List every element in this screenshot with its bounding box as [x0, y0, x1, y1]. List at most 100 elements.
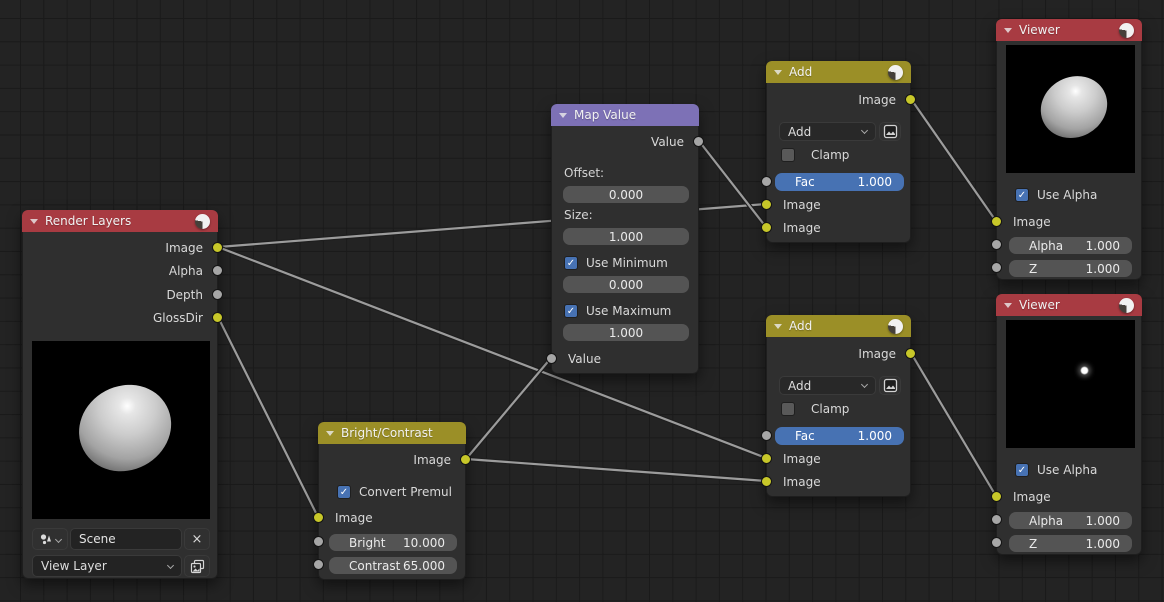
node-viewer-1[interactable]: Viewer ✓ Use Alpha Image Alpha 1.000 Z 1… [991, 19, 1142, 280]
convert-premul-checkbox[interactable]: ✓ [337, 485, 351, 499]
node-header[interactable]: Viewer [996, 19, 1142, 41]
image-options-button[interactable] [879, 122, 901, 141]
collapse-triangle-icon[interactable] [1004, 27, 1012, 33]
viewer-preview-image [1006, 320, 1135, 448]
socket-image2-input[interactable] [761, 222, 772, 233]
fac-slider[interactable]: Fac 1.000 [775, 427, 904, 445]
material-ball-icon[interactable] [888, 318, 903, 334]
minimum-field[interactable]: 0.000 [563, 276, 689, 293]
node-viewer-2[interactable]: Viewer ✓ Use Alpha Image Alpha 1.000 Z 1… [991, 294, 1142, 555]
fac-slider[interactable]: Fac 1.000 [775, 173, 904, 191]
unlink-scene-button[interactable]: × [184, 528, 210, 550]
node-header[interactable]: Viewer [996, 294, 1142, 316]
input-label-image: Image [1013, 215, 1051, 229]
socket-fac-input[interactable] [761, 176, 772, 187]
new-view-layer-button[interactable] [184, 555, 210, 577]
fac-label: Fac [795, 429, 815, 443]
node-header[interactable]: Render Layers [22, 210, 218, 232]
maximum-field[interactable]: 1.000 [563, 324, 689, 341]
input-label-image-2: Image [783, 221, 821, 235]
socket-image1-input[interactable] [761, 199, 772, 210]
alpha-field[interactable]: Alpha 1.000 [1009, 237, 1132, 254]
use-minimum-checkbox[interactable]: ✓ [564, 256, 578, 270]
size-field[interactable]: 1.000 [563, 228, 689, 245]
node-add-1[interactable]: Add Image Add Clamp Fac 1.000 Image Imag… [761, 61, 916, 243]
image-icon [883, 378, 897, 393]
offset-field[interactable]: 0.000 [563, 186, 689, 203]
alpha-label: Alpha [1029, 238, 1064, 253]
chevron-down-icon [54, 535, 63, 543]
material-ball-icon[interactable] [1119, 22, 1134, 38]
scene-browse-button[interactable] [32, 528, 68, 550]
fac-value: 1.000 [857, 429, 892, 443]
socket-alpha-output[interactable] [212, 265, 223, 276]
node-header[interactable]: Add [766, 61, 911, 83]
socket-alpha-input[interactable] [991, 239, 1002, 250]
alpha-value: 1.000 [1085, 513, 1120, 528]
z-field[interactable]: Z 1.000 [1009, 535, 1132, 552]
use-alpha-checkbox[interactable]: ✓ [1015, 188, 1029, 202]
socket-z-input[interactable] [991, 262, 1002, 273]
check-icon: ✓ [566, 258, 576, 269]
node-render-layers[interactable]: Render Layers Image Alpha Depth GlossDir [22, 210, 223, 579]
clamp-checkbox[interactable] [781, 148, 795, 162]
material-ball-icon[interactable] [1119, 297, 1134, 313]
socket-image2-input[interactable] [761, 476, 772, 487]
socket-image-input[interactable] [991, 216, 1002, 227]
bright-field[interactable]: Bright 10.000 [329, 534, 457, 551]
socket-image-input[interactable] [991, 491, 1002, 502]
collapse-triangle-icon[interactable] [326, 430, 334, 436]
alpha-value: 1.000 [1085, 238, 1120, 253]
fac-label: Fac [795, 175, 815, 189]
blend-mode-value: Add [788, 378, 812, 393]
z-field[interactable]: Z 1.000 [1009, 260, 1132, 277]
node-header[interactable]: Add [766, 315, 911, 337]
socket-value-input[interactable] [546, 353, 557, 364]
socket-alpha-input[interactable] [991, 514, 1002, 525]
node-title: Render Layers [45, 214, 132, 228]
sphere-render [64, 368, 187, 487]
socket-image1-input[interactable] [761, 453, 772, 464]
image-icon [883, 124, 897, 139]
socket-image-output[interactable] [905, 348, 916, 359]
blend-mode-dropdown[interactable]: Add [779, 376, 876, 395]
image-options-button[interactable] [879, 376, 901, 395]
contrast-field[interactable]: Contrast 65.000 [329, 557, 457, 574]
socket-z-input[interactable] [991, 537, 1002, 548]
socket-image-input[interactable] [313, 512, 324, 523]
socket-fac-input[interactable] [761, 430, 772, 441]
view-layer-dropdown[interactable]: View Layer [32, 555, 182, 577]
socket-glossdir-output[interactable] [212, 312, 223, 323]
check-icon: ✓ [1017, 465, 1027, 476]
clamp-checkbox[interactable] [781, 402, 795, 416]
node-add-2[interactable]: Add Image Add Clamp Fac 1.000 Image Imag… [761, 315, 916, 497]
node-header[interactable]: Map Value [551, 104, 699, 126]
use-alpha-checkbox[interactable]: ✓ [1015, 463, 1029, 477]
collapse-triangle-icon[interactable] [774, 69, 782, 75]
socket-contrast-input[interactable] [313, 559, 324, 570]
material-ball-icon[interactable] [888, 64, 903, 80]
collapse-triangle-icon[interactable] [30, 218, 38, 224]
output-label-image: Image [413, 453, 451, 467]
scene-name-field[interactable]: Scene [70, 528, 182, 550]
alpha-field[interactable]: Alpha 1.000 [1009, 512, 1132, 529]
material-ball-icon[interactable] [195, 213, 210, 229]
node-header[interactable]: Bright/Contrast [318, 422, 466, 444]
check-icon: ✓ [339, 487, 349, 498]
collapse-triangle-icon[interactable] [1004, 302, 1012, 308]
socket-image-output[interactable] [905, 94, 916, 105]
collapse-triangle-icon[interactable] [774, 323, 782, 329]
socket-bright-input[interactable] [313, 536, 324, 547]
collapse-triangle-icon[interactable] [559, 112, 567, 118]
node-bright-contrast[interactable]: Bright/Contrast Image ✓ Convert Premul I… [313, 422, 471, 580]
scene-icon [40, 534, 51, 545]
blend-mode-dropdown[interactable]: Add [779, 122, 876, 141]
socket-image-output[interactable] [212, 242, 223, 253]
socket-depth-output[interactable] [212, 289, 223, 300]
alpha-label: Alpha [1029, 513, 1064, 528]
socket-image-output[interactable] [460, 454, 471, 465]
socket-value-output[interactable] [693, 136, 704, 147]
node-map-value[interactable]: Map Value Value Offset: 0.000 Size: 1.00… [546, 104, 704, 374]
use-maximum-checkbox[interactable]: ✓ [564, 304, 578, 318]
